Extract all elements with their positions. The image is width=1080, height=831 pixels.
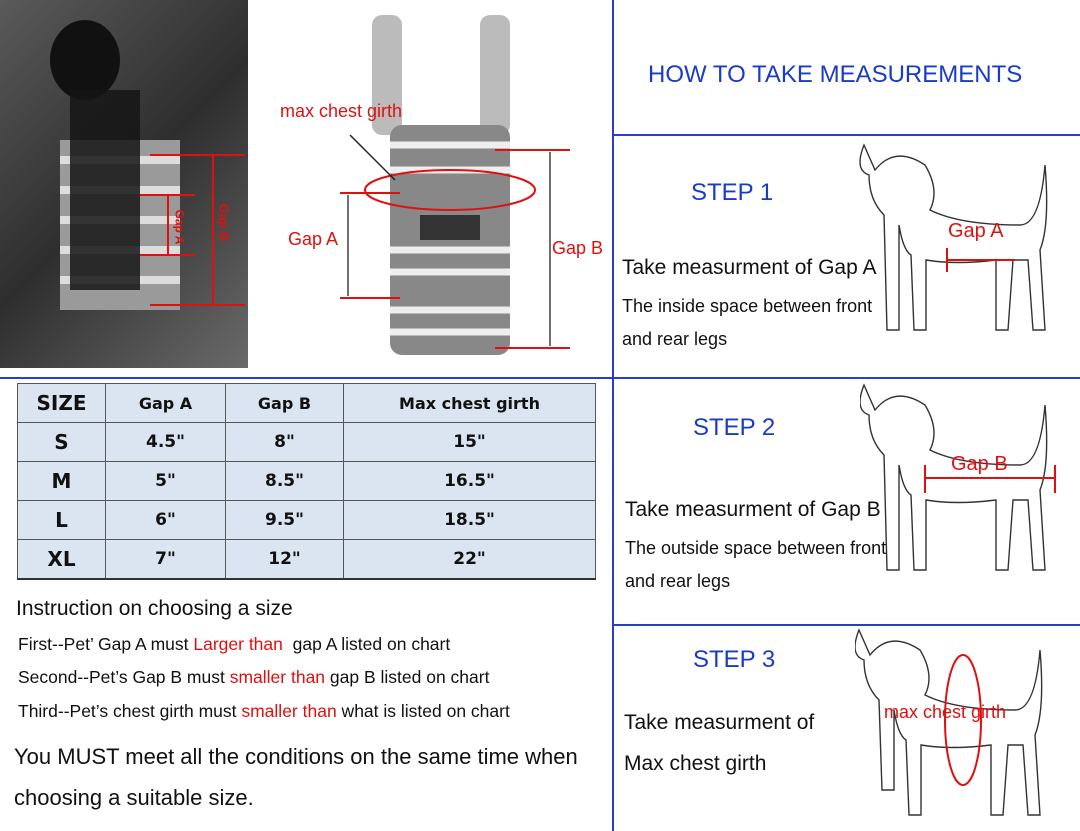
instr-highlight: smaller than <box>229 667 326 687</box>
divider-horizontal-main <box>0 377 1080 379</box>
cell-girth: 16.5" <box>343 461 596 501</box>
instruction-line-3: Third--Pet’s chest girth must smaller th… <box>18 701 510 722</box>
cell-gap-b: 9.5" <box>225 500 344 540</box>
cell-size: S <box>17 422 106 462</box>
divider-step1 <box>614 134 1080 136</box>
diagram-gap-a-label: Gap A <box>288 229 339 249</box>
instruction-line-2: Second--Pet’s Gap B must smaller than ga… <box>18 667 489 688</box>
instr-text: Second--Pet’s Gap B must <box>18 667 230 687</box>
header-gap-b: Gap B <box>225 383 344 423</box>
step2-desc-1: The outside space between front <box>625 538 887 558</box>
step2-heading: Take measurment of Gap B <box>625 498 881 521</box>
divider-vertical <box>612 0 614 831</box>
step3-title: STEP 3 <box>693 646 776 673</box>
cell-gap-b: 12" <box>225 539 344 580</box>
photo-gap-b-label: Gap B <box>216 203 232 242</box>
step1-gap-a-label: Gap A <box>948 220 1004 242</box>
cell-girth: 22" <box>343 539 596 580</box>
step3-heading-1: Take measurment of <box>624 711 815 734</box>
cell-girth: 18.5" <box>343 500 596 540</box>
step3-heading-2: Max chest girth <box>624 752 767 775</box>
cell-gap-a: 6" <box>105 500 226 540</box>
cell-gap-b: 8" <box>225 422 344 462</box>
step3-girth-label: max chest girth <box>884 702 1007 722</box>
cell-size: XL <box>17 539 106 580</box>
cell-gap-a: 4.5" <box>105 422 226 462</box>
step1-desc-2: and rear legs <box>622 329 728 349</box>
diagram-max-chest-girth-label: max chest girth <box>280 101 403 121</box>
header-size: SIZE <box>17 383 106 423</box>
header-gap-a: Gap A <box>105 383 226 423</box>
table-header-row: SIZE Gap A Gap B Max chest girth <box>17 383 596 423</box>
instr-text: gap A listed on chart <box>282 634 451 654</box>
instr-highlight: Larger than <box>193 634 283 654</box>
instructions-title: Instruction on choosing a size <box>16 597 293 620</box>
cell-size: L <box>17 500 106 540</box>
step1-title: STEP 1 <box>691 179 774 206</box>
cell-size: M <box>17 461 106 501</box>
instr-text: gap B listed on chart <box>325 667 490 687</box>
step1-heading: Take measurment of Gap A <box>622 256 877 279</box>
dog-sketch-step2 <box>860 383 1056 571</box>
step2-title: STEP 2 <box>693 414 776 441</box>
instr-text: First--Pet’ Gap A must <box>18 634 194 654</box>
dog-sketch-step1 <box>859 143 1048 331</box>
header-max-chest-girth: Max chest girth <box>343 383 596 423</box>
instr-highlight: smaller than <box>241 701 337 721</box>
instruction-line-1: First--Pet’ Gap A must Larger than gap A… <box>18 634 450 655</box>
photo-gap-a-label: Gap A <box>172 209 187 245</box>
note-line-2: choosing a suitable size. <box>14 785 254 810</box>
divider-step3 <box>614 624 1080 626</box>
instr-text: Third--Pet’s chest girth must <box>18 701 242 721</box>
cell-gap-a: 7" <box>105 539 226 580</box>
dog-carrier-photo: Gap B Gap A <box>0 0 248 368</box>
page-title: HOW TO TAKE MEASUREMENTS <box>648 61 1023 88</box>
cell-girth: 15" <box>343 422 596 462</box>
step2-desc-2: and rear legs <box>625 571 731 591</box>
instr-text: what is listed on chart <box>336 701 510 721</box>
step1-desc-1: The inside space between front <box>622 296 873 316</box>
cell-gap-a: 5" <box>105 461 226 501</box>
note-line-1: You MUST meet all the conditions on the … <box>14 744 578 769</box>
carrier-diagram: max chest girth Gap A Gap B <box>280 10 610 375</box>
step2-gap-b-label: Gap B <box>951 453 1008 475</box>
cell-gap-b: 8.5" <box>225 461 344 501</box>
diagram-gap-b-label: Gap B <box>552 238 604 258</box>
dog-sketch-step3 <box>855 628 1043 816</box>
